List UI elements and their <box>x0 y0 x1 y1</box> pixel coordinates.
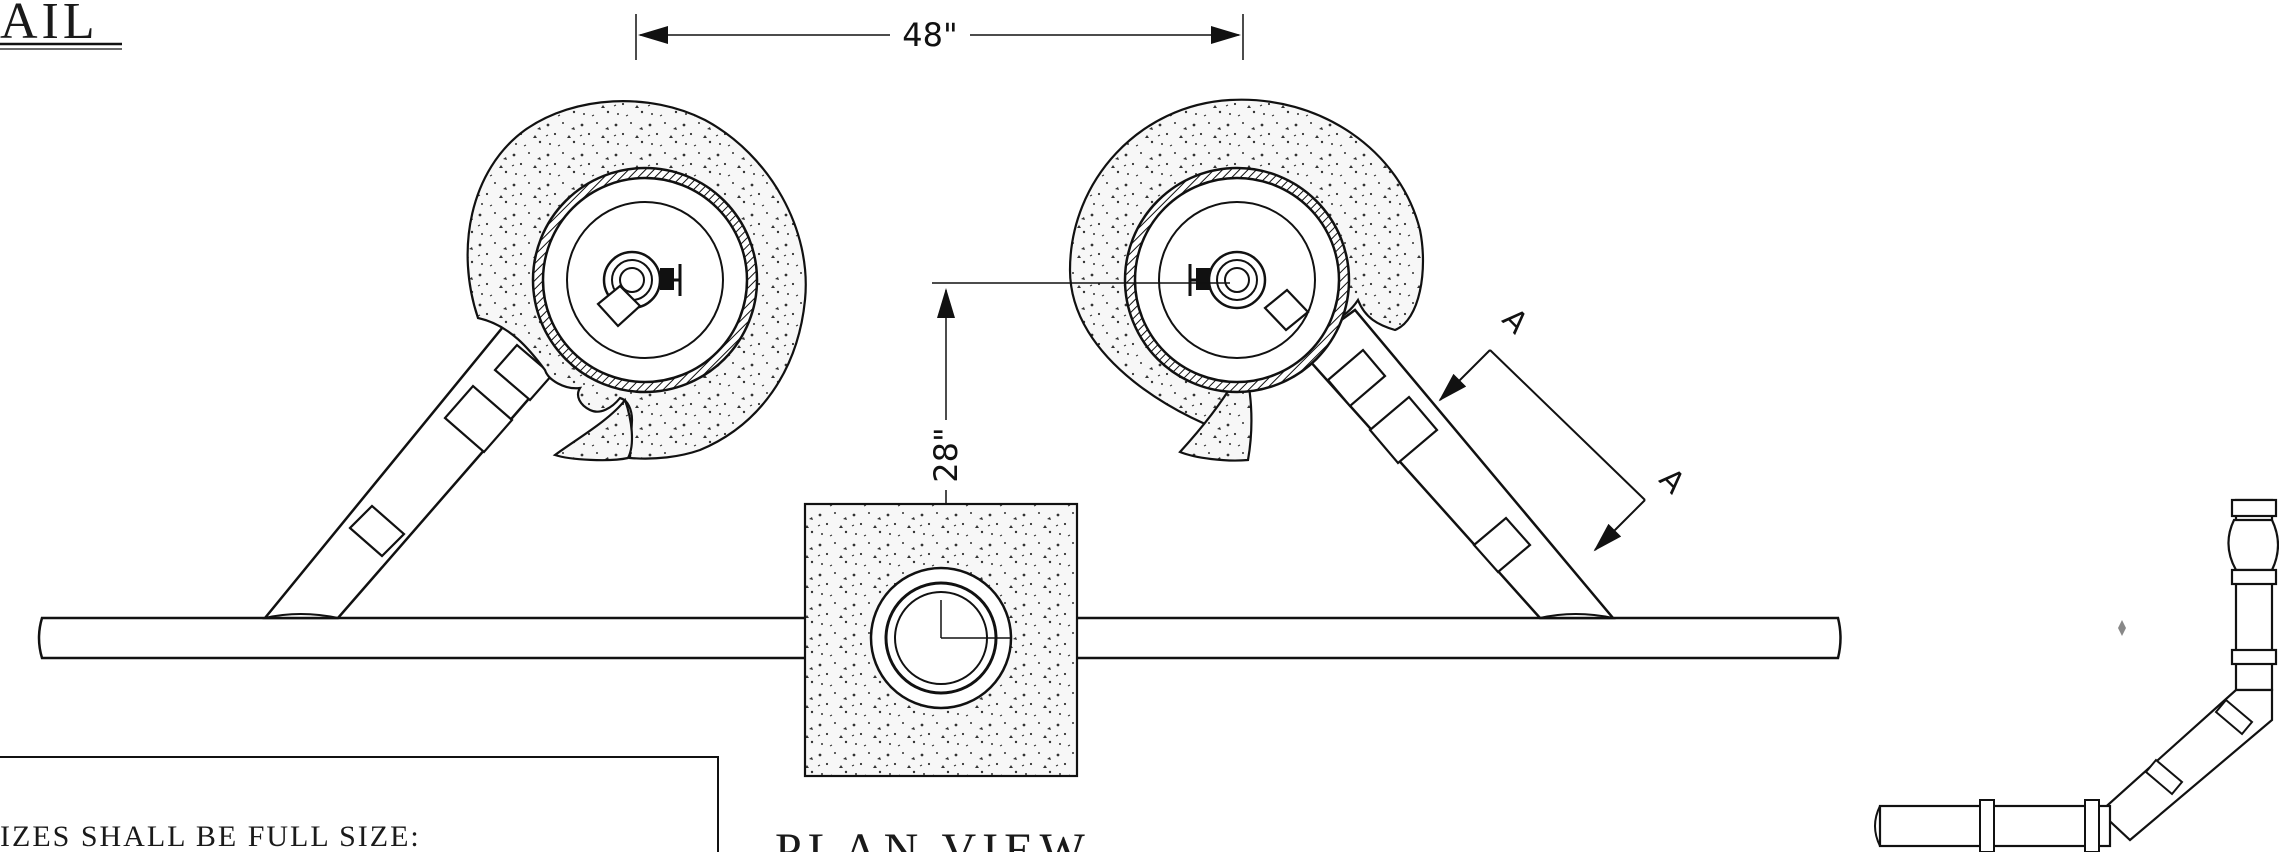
note-box: IZES SHALL BE FULL SIZE: <box>0 756 719 852</box>
elevation-fragment <box>1874 498 2279 852</box>
note-text: IZES SHALL BE FULL SIZE: <box>0 820 421 852</box>
right-valve <box>1188 250 1310 332</box>
right-valve-box <box>1068 98 1425 462</box>
view-label: PLAN VIEW <box>775 824 1091 852</box>
left-valve-box <box>466 100 807 462</box>
dimension-48: 48" <box>635 14 1244 60</box>
dimension-48-label: 48" <box>902 16 957 54</box>
section-a-upper-label: A <box>1495 302 1535 342</box>
sheet-title-text: AIL <box>0 0 99 50</box>
right-coupling-upper <box>1368 395 1439 465</box>
dimension-28-label: 28" <box>927 427 965 482</box>
left-branch-pipe <box>262 298 582 620</box>
left-valve <box>596 250 682 328</box>
sheet-title: AIL <box>0 0 122 50</box>
right-coupling-lower <box>1472 516 1532 574</box>
main-pipe <box>37 616 1842 660</box>
left-coupling-upper <box>443 384 514 454</box>
left-coupling-lower <box>348 504 406 558</box>
center-concrete-pad <box>803 502 1079 778</box>
section-a-lower-label: A <box>1652 462 1692 502</box>
right-branch-pipe <box>1298 308 1616 620</box>
